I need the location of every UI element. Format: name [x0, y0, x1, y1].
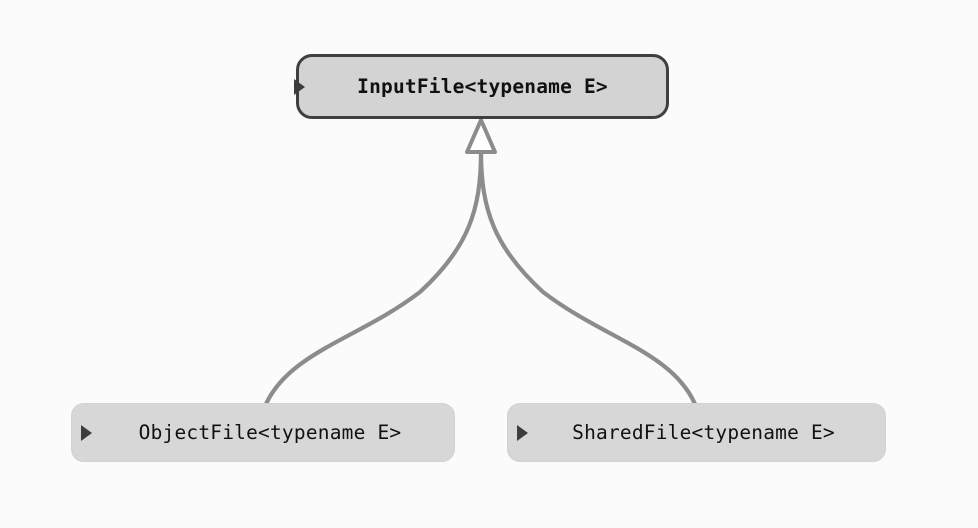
node-sharedfile[interactable]: SharedFile<typename E> — [507, 403, 886, 462]
triangle-right-icon[interactable] — [81, 424, 92, 441]
edge-group — [263, 118, 698, 407]
node-label: SharedFile<typename E> — [572, 421, 835, 444]
edge-to-sharedfile — [478, 149, 698, 407]
node-label: ObjectFile<typename E> — [138, 421, 402, 444]
generalization-arrowhead-icon — [465, 118, 497, 154]
node-inputfile[interactable]: InputFile<typename E> — [294, 54, 669, 119]
node-objectfile[interactable]: ObjectFile<typename E> — [71, 403, 455, 462]
edge-to-objectfile — [263, 149, 484, 407]
triangle-right-icon[interactable] — [517, 424, 528, 441]
triangle-right-icon[interactable] — [294, 78, 305, 95]
node-label: InputFile<typename E> — [357, 75, 608, 98]
